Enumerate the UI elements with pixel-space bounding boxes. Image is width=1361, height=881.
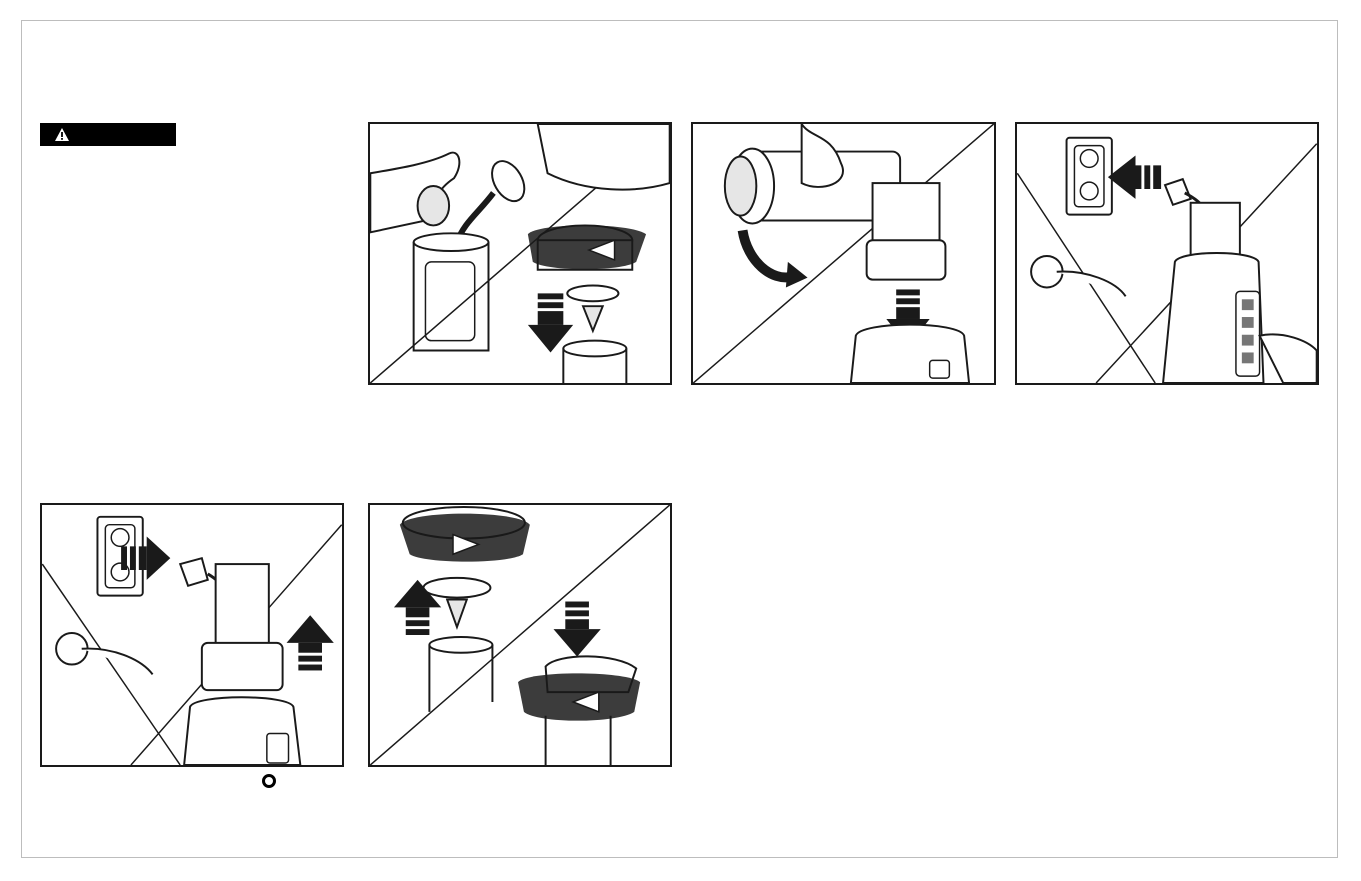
blade-shape xyxy=(447,600,467,628)
scoop-shape xyxy=(418,186,450,225)
warning-triangle-icon xyxy=(54,127,70,142)
blade-shape xyxy=(583,306,603,331)
motor-base xyxy=(851,325,969,383)
blade-ring xyxy=(202,643,283,690)
step-2-illustration xyxy=(691,122,996,385)
plug xyxy=(180,558,208,586)
step-1-drawing xyxy=(370,124,670,383)
flip-arrow xyxy=(743,230,792,277)
step-3-illustration xyxy=(1015,122,1319,385)
plug xyxy=(1165,179,1191,205)
right-arrow xyxy=(147,537,171,580)
step-1-illustration xyxy=(368,122,672,385)
down-arrow xyxy=(553,629,600,657)
step-3-drawing xyxy=(1017,124,1317,383)
blade-ring xyxy=(867,240,946,279)
rotate-arrow xyxy=(528,225,646,269)
hand-shape xyxy=(802,124,843,187)
step-4-drawing xyxy=(42,505,342,765)
warning-label xyxy=(40,123,176,146)
step-5-illustration xyxy=(368,503,672,767)
step-5-drawing xyxy=(370,505,670,765)
hand-shape xyxy=(1260,334,1317,383)
bottle-body xyxy=(538,124,670,190)
cup-shape xyxy=(429,645,492,712)
step-2-drawing xyxy=(693,124,994,383)
step-4-illustration xyxy=(40,503,344,767)
rotate-arrow xyxy=(400,514,530,562)
up-arrow xyxy=(287,615,334,643)
off-circle-icon xyxy=(262,774,276,788)
rotate-arrow-lid xyxy=(518,673,640,720)
